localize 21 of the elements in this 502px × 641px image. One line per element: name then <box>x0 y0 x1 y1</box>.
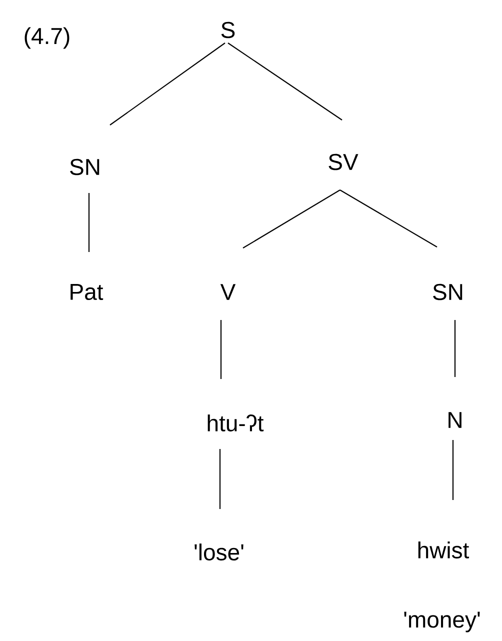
category-label: V <box>220 284 236 300</box>
word-text: hwist <box>418 542 470 558</box>
category-label: N <box>448 412 462 428</box>
tree-branch <box>454 320 456 377</box>
tree-branch <box>340 190 438 248</box>
tree-branch <box>88 193 90 252</box>
category-label: S <box>221 22 235 38</box>
example-number: (4.7) <box>24 27 70 49</box>
word-text: htu-ʔt <box>208 414 264 432</box>
tree-branch <box>242 190 340 248</box>
category-label: SN <box>433 284 462 300</box>
tree-branch <box>220 320 222 379</box>
tree-branch <box>110 42 226 126</box>
word-text: Pat <box>70 284 104 300</box>
tree-branch <box>219 449 221 509</box>
category-label: SV <box>328 154 358 170</box>
gloss-text: 'money' <box>404 612 480 632</box>
category-label: SN <box>70 158 100 176</box>
tree-branch <box>452 440 454 500</box>
tree-branch <box>228 42 342 120</box>
gloss-text: 'lose' <box>194 544 244 560</box>
